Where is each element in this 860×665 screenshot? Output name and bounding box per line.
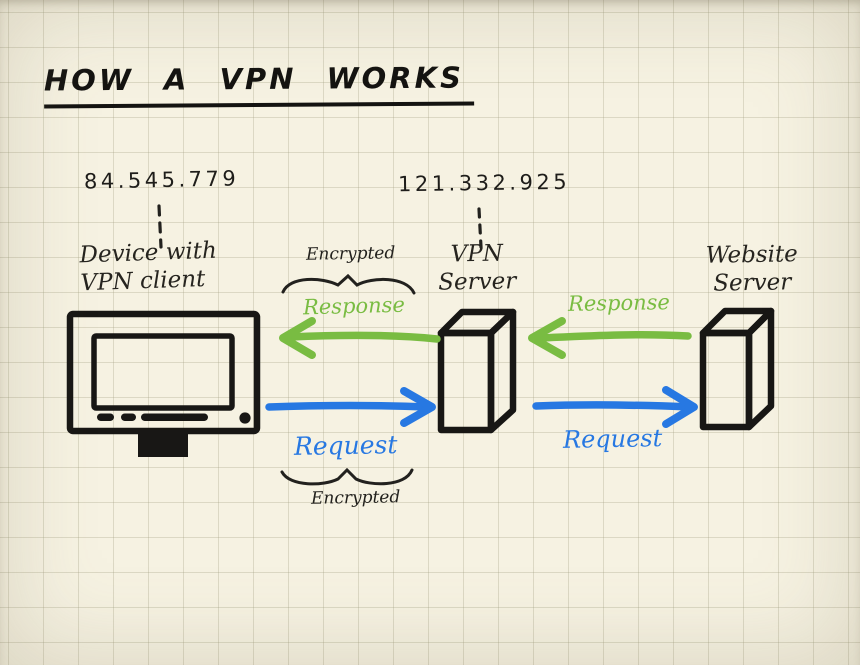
response-arrow-left	[279, 317, 441, 359]
vpn-server-label-line2: Server	[438, 268, 517, 296]
response-arrow-right	[528, 317, 692, 359]
response-label-right: Response	[567, 290, 671, 316]
website-server-label-line2: Server	[713, 269, 792, 297]
diagram-title: HOW A VPN WORKS	[43, 60, 475, 109]
device-ip-leader-line	[157, 204, 163, 249]
monitor-stand	[138, 431, 188, 457]
vpn-server-ip-address: 121.332.925	[397, 169, 571, 197]
encrypted-label-bottom: Encrypted	[310, 487, 401, 509]
vpn-ip-leader-line	[477, 207, 483, 249]
request-arrow-right	[532, 386, 698, 428]
monitor-power-dot	[239, 412, 251, 424]
vpn-server-box-icon	[437, 308, 517, 434]
request-label-left: Request	[293, 430, 398, 461]
vpn-server-label: VPN Server	[433, 239, 522, 297]
encrypted-label-top: Encrypted	[305, 243, 396, 265]
website-server-box-icon	[699, 307, 775, 431]
device-label: Device with VPN client	[79, 237, 218, 298]
vpn-server-label-line1: VPN	[450, 240, 504, 268]
encrypted-brace-top	[281, 273, 416, 295]
encrypted-brace-bottom	[280, 467, 414, 486]
website-server-label-line1: Website	[705, 241, 799, 269]
request-label-right: Request	[562, 424, 663, 454]
monitor-icon	[66, 310, 261, 457]
response-label-left: Response	[302, 292, 406, 320]
request-arrow-left	[265, 387, 436, 427]
website-server-label: Website Server	[697, 240, 808, 298]
device-label-line2: VPN client	[80, 266, 206, 297]
device-ip-address: 84.545.779	[83, 166, 240, 194]
